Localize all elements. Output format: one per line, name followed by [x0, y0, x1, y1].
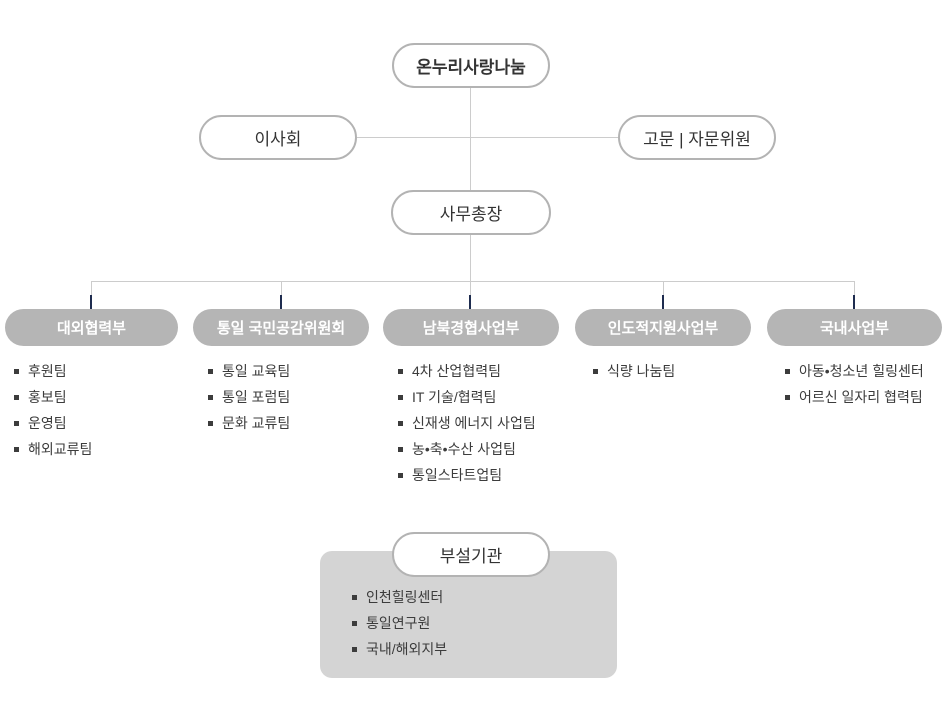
department-inter-korean-cooperation: 남북경협사업부 [383, 309, 559, 346]
node-secretary-general-label: 사무총장 [439, 205, 503, 224]
department-external-cooperation: 대외협력부 [5, 309, 178, 346]
department-unification-committee: 통일 국민공감위원회 [193, 309, 369, 346]
department-humanitarian-aid: 인도적지원사업부 [575, 309, 751, 346]
list-item: 통일연구원 [352, 610, 447, 636]
connector-departments-horizontal [91, 281, 855, 282]
affiliate-list: 인천힐링센터 통일연구원 국내/해외지부 [352, 584, 447, 662]
node-root: 온누리사랑나눔 [392, 43, 550, 88]
node-advisors: 고문 | 자문위원 [618, 115, 776, 160]
node-affiliate: 부설기관 [392, 532, 550, 577]
department-label: 인도적지원사업부 [607, 320, 719, 337]
connector-drop-accent-4 [662, 295, 664, 309]
node-board-label: 이사회 [254, 130, 302, 149]
connector-drop-gray-4 [663, 281, 664, 295]
list-item: 어르신 일자리 협력팀 [785, 384, 924, 410]
list-item: 인천힐링센터 [352, 584, 447, 610]
connector-drop-accent-1 [90, 295, 92, 309]
connector-drop-gray-2 [281, 281, 282, 295]
list-item: 농•축•수산 사업팀 [398, 436, 536, 462]
list-item: IT 기술/협력팀 [398, 384, 536, 410]
department-label: 통일 국민공감위원회 [216, 320, 346, 337]
connector-drop-accent-5 [853, 295, 855, 309]
department-label: 남북경협사업부 [422, 320, 520, 337]
node-secretary-general: 사무총장 [391, 190, 551, 235]
list-item: 통일스타트업팀 [398, 462, 536, 488]
list-item: 문화 교류팀 [208, 410, 290, 436]
list-item: 운영팀 [14, 410, 92, 436]
connector-board-advisors [357, 137, 618, 138]
list-item: 신재생 에너지 사업팀 [398, 410, 536, 436]
list-item: 후원팀 [14, 358, 92, 384]
team-list-inter-korean-cooperation: 4차 산업협력팀 IT 기술/협력팀 신재생 에너지 사업팀 농•축•수산 사업… [398, 358, 536, 488]
list-item: 홍보팀 [14, 384, 92, 410]
node-board: 이사회 [199, 115, 357, 160]
connector-drop-gray-1 [91, 281, 92, 295]
list-item: 4차 산업협력팀 [398, 358, 536, 384]
list-item: 아동•청소년 힐링센터 [785, 358, 924, 384]
connector-drop-accent-3 [469, 295, 471, 309]
connector-root-vertical [470, 88, 471, 190]
list-item: 통일 교육팀 [208, 358, 290, 384]
node-affiliate-label: 부설기관 [439, 547, 503, 566]
list-item: 통일 포럼팀 [208, 384, 290, 410]
node-advisors-label: 고문 | 자문위원 [643, 130, 751, 149]
list-item: 국내/해외지부 [352, 636, 447, 662]
list-item: 해외교류팀 [14, 436, 92, 462]
department-label: 대외협력부 [56, 320, 126, 337]
team-list-unification-committee: 통일 교육팀 통일 포럼팀 문화 교류팀 [208, 358, 290, 436]
team-list-external-cooperation: 후원팀 홍보팀 운영팀 해외교류팀 [14, 358, 92, 462]
department-domestic: 국내사업부 [767, 309, 942, 346]
connector-drop-gray-5 [854, 281, 855, 295]
department-label: 국내사업부 [819, 320, 889, 337]
connector-drop-accent-2 [280, 295, 282, 309]
team-list-domestic: 아동•청소년 힐링센터 어르신 일자리 협력팀 [785, 358, 924, 410]
connector-sg-vertical [470, 235, 471, 281]
node-root-label: 온누리사랑나눔 [416, 58, 526, 77]
team-list-humanitarian-aid: 식량 나눔팀 [593, 358, 675, 384]
connector-drop-gray-3 [470, 281, 471, 295]
list-item: 식량 나눔팀 [593, 358, 675, 384]
